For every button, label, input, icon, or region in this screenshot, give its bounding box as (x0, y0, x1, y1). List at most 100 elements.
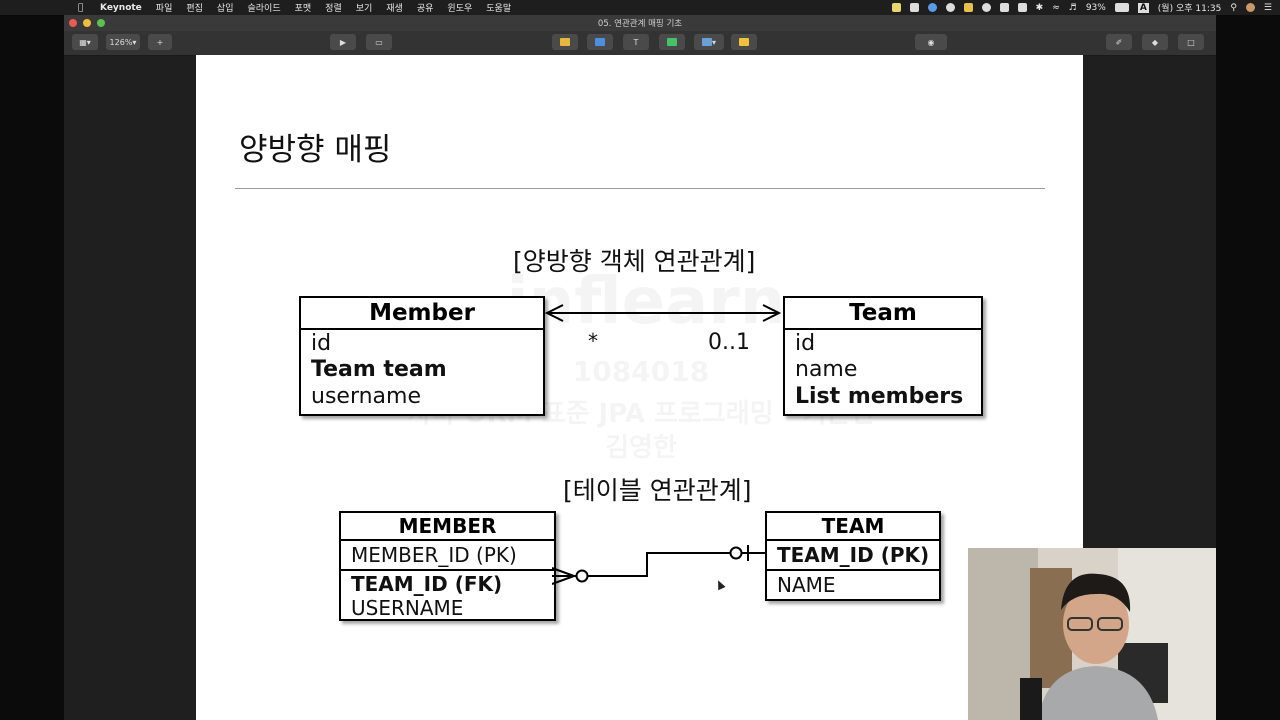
slide[interactable]: 양방향 매핑 inflearn 1084018 자바 ORM 표준 JPA 프로… (196, 55, 1083, 720)
member-table-name: MEMBER (341, 513, 554, 541)
menu-file[interactable]: 파일 (155, 4, 173, 14)
menu-slide[interactable]: 슬라이드 (247, 4, 281, 14)
member-table-box[interactable]: MEMBER MEMBER_ID (PK) TEAM_ID (FK) USERN… (339, 511, 556, 621)
diamond-icon: ◆ (1151, 37, 1159, 47)
media-button[interactable]: ▾ (694, 34, 724, 50)
volume-icon[interactable]: ♬ (1068, 2, 1077, 13)
member-field-id: id (311, 331, 332, 356)
wifi-icon[interactable]: ≈ (1052, 2, 1060, 13)
battery-percent: 93% (1085, 2, 1106, 13)
team-field-name: name (795, 357, 858, 383)
team-class-name: Team (785, 298, 981, 330)
title-divider (235, 188, 1045, 189)
siri-icon[interactable] (1245, 3, 1255, 12)
document-button[interactable]: □ (1178, 34, 1204, 50)
member-table-fk: TEAM_ID (FK) (351, 572, 503, 596)
minimize-icon[interactable] (83, 19, 91, 27)
screen-icon[interactable] (909, 3, 919, 12)
multiplicity-zero-one: 0..1 (708, 330, 750, 355)
member-field-team: Team team (311, 357, 447, 383)
menu-view[interactable]: 보기 (355, 4, 373, 14)
team-table-name: TEAM (767, 513, 939, 541)
menu-help[interactable]: 도움말 (486, 4, 512, 14)
team-table-pk: TEAM_ID (PK) (767, 541, 939, 571)
collaborate-button[interactable]: ◉ (915, 34, 947, 50)
fullscreen-icon[interactable] (97, 19, 105, 27)
app-menu[interactable]: Keynote (100, 2, 142, 13)
media-icon (701, 38, 712, 46)
menu-insert[interactable]: 삽입 (216, 4, 234, 14)
lock-icon[interactable] (1017, 3, 1027, 12)
bookmark-icon[interactable] (963, 3, 973, 12)
format-button[interactable]: ✐ (1106, 34, 1132, 50)
menu-list-icon[interactable]: ☰ (1263, 2, 1272, 13)
fk-relationship-line (552, 545, 765, 585)
presenter-video (968, 548, 1216, 720)
table-icon (560, 38, 570, 46)
play-button[interactable]: ▶ (330, 34, 356, 50)
zoom-button[interactable]: 126%▾ (106, 34, 140, 50)
keynote-live-button[interactable]: ▭ (366, 34, 392, 50)
slide-title[interactable]: 양방향 매핑 (239, 132, 392, 168)
sync-icon[interactable] (927, 3, 937, 12)
bluetooth-icon[interactable]: ✱ (1035, 2, 1044, 13)
team-field-members: List members (795, 383, 964, 409)
menu-play[interactable]: 재생 (386, 4, 403, 14)
member-class-box[interactable]: Member id Team team username (299, 296, 545, 416)
member-field-username: username (311, 383, 421, 409)
view-button[interactable]: ▦▾ (72, 34, 98, 50)
zoom-level: 126% (109, 37, 133, 47)
apple-icon[interactable]:  (78, 3, 88, 13)
menu-edit[interactable]: 편집 (186, 4, 203, 14)
cloud-icon[interactable] (981, 3, 991, 12)
menubar:  Keynote 파일 편집 삽입 슬라이드 포맷 정렬 보기 재생 공유 윈… (0, 0, 1280, 15)
team-table-name-col: NAME (777, 573, 836, 597)
add-slide-button[interactable]: + (148, 34, 172, 50)
info-icon[interactable] (945, 3, 955, 12)
chart-button[interactable] (587, 34, 613, 50)
team-class-box[interactable]: Team id name List members (783, 296, 983, 416)
menu-share[interactable]: 공유 (416, 4, 434, 14)
grid-icon[interactable] (999, 3, 1009, 12)
sidebar-icon: ▦▾ (79, 37, 91, 47)
text-icon: T (633, 37, 639, 47)
shape-button[interactable] (659, 34, 685, 50)
title-bar: 05. 연관관계 매핑 기초 (64, 15, 1216, 31)
shape-icon (667, 38, 677, 46)
watermark-author: 김영한 (536, 427, 746, 464)
play-icon: ▶ (339, 37, 347, 47)
clock[interactable]: (월) 오후 11:35 (1157, 4, 1222, 14)
note-icon[interactable] (891, 3, 901, 12)
chart-icon (595, 38, 605, 46)
menu-format[interactable]: 포맷 (294, 4, 312, 14)
text-button[interactable]: T (623, 34, 649, 50)
toolbar: ▦▾ 126%▾ + ▶ ▭ T ▾ ◉ ✐ ◆ □ (64, 31, 1216, 56)
bidirectional-arrow (544, 304, 782, 322)
add-slide-label: + (156, 37, 164, 47)
screen-share-icon: ▭ (375, 37, 383, 47)
team-table-box[interactable]: TEAM TEAM_ID (PK) NAME (765, 511, 941, 601)
battery-icon[interactable] (1114, 3, 1129, 12)
document-title: 05. 연관관계 매핑 기초 (597, 19, 683, 29)
table-heading[interactable]: [테이블 연관관계] (563, 476, 752, 505)
comment-icon (739, 38, 749, 46)
menu-window[interactable]: 윈도우 (447, 4, 473, 14)
member-table-username: USERNAME (351, 596, 464, 620)
close-icon[interactable] (69, 19, 77, 27)
table-button[interactable] (552, 34, 578, 50)
search-icon[interactable]: ⚲ (1230, 2, 1237, 13)
input-source[interactable]: A (1137, 2, 1149, 13)
multiplicity-many: * (588, 329, 598, 353)
status-area: ✱ ≈ ♬ 93% A (월) 오후 11:35 ⚲ ☰ (891, 0, 1272, 15)
member-table-pk: MEMBER_ID (PK) (341, 541, 554, 571)
animate-button[interactable]: ◆ (1142, 34, 1168, 50)
webcam-overlay (968, 548, 1216, 720)
team-field-id: id (795, 331, 816, 356)
comment-button[interactable] (731, 34, 757, 50)
collaborate-icon: ◉ (927, 37, 935, 47)
brush-icon: ✐ (1115, 37, 1123, 47)
member-class-name: Member (301, 298, 543, 330)
menu-arrange[interactable]: 정렬 (325, 4, 342, 14)
object-heading[interactable]: [양방향 객체 연관관계] (513, 247, 756, 276)
document-icon: □ (1187, 37, 1195, 47)
